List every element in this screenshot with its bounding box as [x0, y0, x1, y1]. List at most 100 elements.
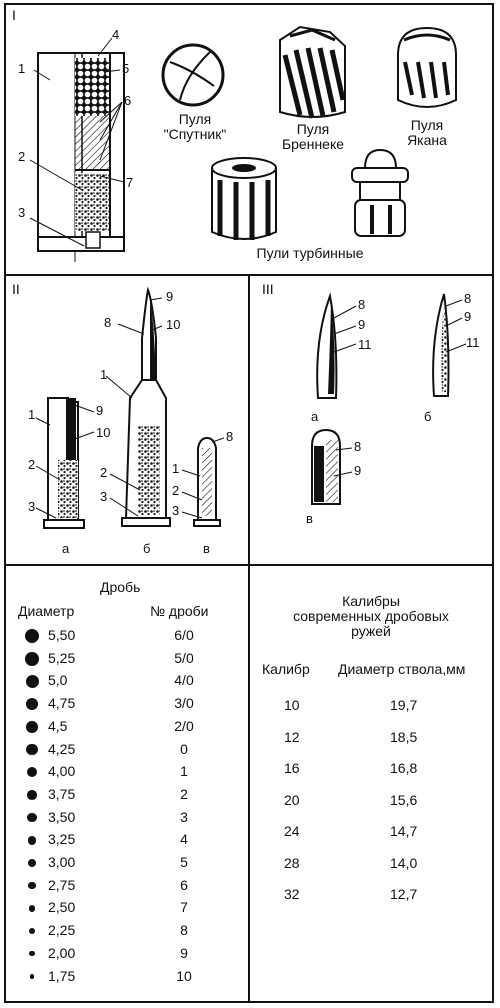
shot-diameter-cell: 2,00	[48, 944, 76, 961]
p3a-label-11: 11	[358, 337, 372, 352]
p2v-label-8: 8	[226, 429, 234, 444]
p3b-label-8: 8	[464, 291, 472, 306]
shot-col-diameter: Диаметр	[18, 603, 75, 619]
caliber-cell: 32	[284, 886, 300, 902]
shot-diameter-cell: 4,75	[48, 695, 76, 712]
p2v-label-2: 2	[172, 483, 180, 498]
shot-number-cell: 0	[180, 740, 188, 757]
p1-label-3: 3	[18, 205, 26, 220]
cartridge-b	[121, 286, 171, 527]
caption-turbine: Пули турбинные	[256, 245, 364, 261]
panel3-drawing	[311, 292, 467, 505]
shot-title: Дробь	[100, 579, 141, 595]
caliber-cell: 24	[284, 823, 300, 839]
caliber-cell: 10	[284, 697, 300, 713]
panel3-roman: III	[262, 281, 274, 297]
p1-label-7: 7	[126, 175, 134, 190]
shot-diameter-cell: 3,75	[48, 785, 76, 802]
p2a-label-2: 2	[28, 457, 36, 472]
panel2-drawing	[35, 286, 225, 529]
caliber-cell: 12	[284, 728, 300, 745]
shot-diameter-cell: 2,50	[48, 899, 76, 916]
yakan-bullet	[397, 26, 457, 108]
shot-dot	[24, 628, 40, 644]
p3a-label-9: 9	[358, 317, 366, 332]
shot-diameter-cell: 4,25	[48, 740, 76, 757]
shot-dot	[25, 697, 39, 711]
shot-diameter-cell: 4,5	[48, 717, 68, 734]
shot-dot	[27, 813, 37, 823]
shot-dot	[28, 905, 36, 912]
shot-number-cell: 7	[180, 899, 188, 916]
p2b-label-10: 10	[166, 317, 181, 332]
panel2-roman: II	[12, 281, 20, 297]
caliber-cell: 16	[284, 760, 300, 776]
bullet-b	[432, 293, 450, 397]
shot-number-cell: 5/0	[174, 649, 194, 666]
bore-diameter-cell: 14,7	[390, 823, 418, 839]
shotgun-cartridge	[37, 52, 125, 262]
shot-diameter-cell: 3,00	[48, 854, 76, 870]
shot-diameter-cell: 3,25	[48, 831, 76, 848]
p3-sub-v: в	[306, 511, 313, 526]
p2v-label-3: 3	[172, 503, 180, 518]
shot-diameter-cell: 5,25	[48, 649, 76, 666]
cartridge-v	[193, 436, 221, 527]
brenneke-bullet	[279, 25, 346, 119]
bullet-a	[316, 292, 338, 399]
p2a-label-1: 1	[28, 407, 36, 422]
shot-number-cell: 3	[180, 808, 188, 825]
p3v-label-8: 8	[354, 439, 362, 454]
shot-number-cell: 6/0	[174, 627, 194, 643]
p1-label-2: 2	[18, 149, 26, 164]
divider-tables	[248, 564, 250, 1003]
p1-label-4: 4	[112, 27, 120, 42]
bore-diameter-cell: 19,7	[390, 697, 418, 713]
p3-sub-b: б	[424, 409, 432, 424]
p2-sub-b: б	[143, 541, 151, 556]
shot-diameter-cell: 1,75	[48, 967, 76, 984]
p3v-label-9: 9	[354, 463, 362, 478]
shot-dot	[26, 767, 38, 778]
shot-dot	[25, 674, 39, 688]
caption-yakan: Пуля Якана	[407, 117, 447, 148]
p2b-label-8: 8	[104, 315, 112, 330]
p2a-label-10: 10	[96, 425, 111, 440]
shot-col-number: № дроби	[150, 603, 209, 619]
shot-diameter-cell: 5,50	[48, 627, 76, 643]
shot-number-cell: 9	[180, 944, 188, 961]
shot-dot	[29, 928, 35, 935]
shot-diameter-cell: 5,0	[48, 672, 68, 689]
divider-panel2-3	[248, 274, 250, 564]
bullet-v	[311, 428, 341, 505]
shot-dot	[28, 859, 36, 867]
shot-diameter-cell: 3,50	[48, 808, 76, 825]
shot-diameter-cell: 4,00	[48, 763, 76, 780]
shot-dot	[29, 951, 35, 957]
p2b-label-1: 1	[100, 367, 108, 382]
shot-dot	[29, 974, 35, 979]
shot-dot	[26, 743, 38, 756]
panel1-roman: I	[12, 7, 16, 23]
caliber-cell: 28	[284, 854, 300, 871]
shot-number-cell: 8	[180, 922, 188, 939]
bore-diameter-cell: 16,8	[390, 760, 418, 776]
shot-diameter-cell: 2,25	[48, 922, 76, 939]
shot-number-cell: 4	[180, 831, 188, 848]
p2a-label-9: 9	[96, 403, 104, 418]
shot-number-cell: 3/0	[174, 695, 194, 712]
shot-number-cell: 6	[180, 876, 188, 893]
shot-number-cell: 1	[180, 763, 188, 780]
p1-label-6: 6	[124, 93, 132, 108]
turbine-bullet-1	[211, 157, 277, 240]
bore-diameter-cell: 18,5	[390, 728, 418, 745]
sputnik-bullet	[161, 43, 225, 107]
shot-dot	[27, 836, 37, 845]
panel1-drawing	[29, 25, 457, 262]
shot-number-cell: 2/0	[174, 717, 194, 734]
turbine-bullet-2	[351, 148, 409, 237]
caption-sputnik: Пуля "Спутник"	[163, 111, 227, 142]
p2b-label-9: 9	[166, 289, 174, 304]
shot-dot	[26, 720, 38, 733]
p3-sub-a: а	[311, 409, 319, 424]
